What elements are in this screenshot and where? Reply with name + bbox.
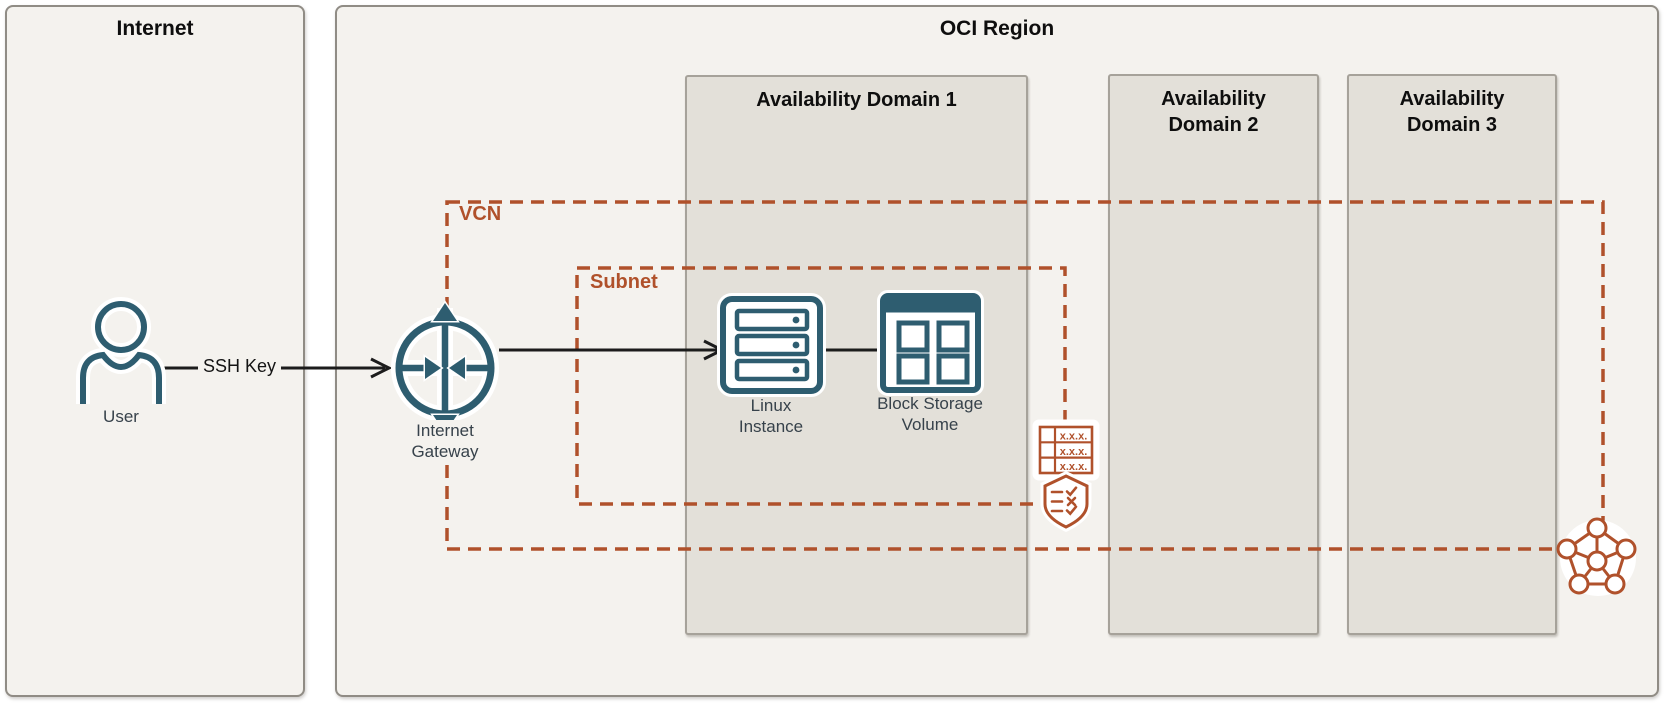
subnet-label: Subnet [590, 271, 658, 293]
internet-zone-title: Internet [116, 17, 194, 40]
internet-zone: Internet [5, 5, 305, 697]
user-label: User [103, 407, 139, 426]
linux-instance-label: Linux Instance [738, 396, 804, 437]
ssh-key-label: SSH Key [198, 355, 282, 378]
availability-domain-3: Availability Domain 3 [1347, 74, 1557, 635]
vcn-label: VCN [459, 203, 502, 225]
availability-domain-3-title: Availability Domain 3 [1399, 88, 1505, 136]
availability-domain-1-title: Availability Domain 1 [756, 89, 957, 111]
availability-domain-2-title: Availability Domain 2 [1161, 88, 1266, 136]
oci-region-title: OCI Region [939, 17, 1055, 40]
block-storage-volume-label: Block Storage Volume [877, 394, 983, 435]
availability-domain-1: Availability Domain 1 [685, 75, 1028, 635]
availability-domain-2: Availability Domain 2 [1108, 74, 1319, 635]
internet-gateway-label: Internet Gateway [387, 420, 503, 463]
